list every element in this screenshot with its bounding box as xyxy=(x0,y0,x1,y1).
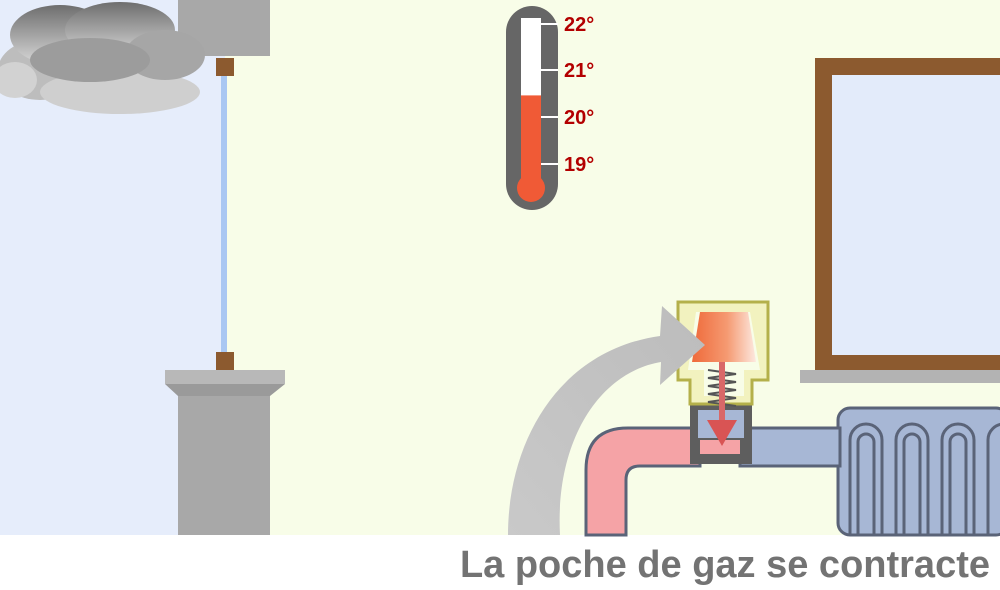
thermostatic-head xyxy=(676,300,770,446)
wall-block-bottom xyxy=(178,396,270,535)
window-sill-left xyxy=(165,370,285,384)
window-frame-bottom xyxy=(216,352,234,370)
window-sill-right xyxy=(800,370,1000,383)
thermometer-bulb xyxy=(517,174,545,202)
radiator xyxy=(836,406,1000,537)
window-glass xyxy=(221,76,227,352)
window-frame-top xyxy=(216,58,234,76)
tick-label-19: 19° xyxy=(564,154,594,176)
cold-pipe xyxy=(738,426,842,468)
gas-pocket xyxy=(692,312,756,362)
tick-label-21: 21° xyxy=(564,60,594,82)
thermometer-icon xyxy=(506,6,558,210)
caption: La poche de gaz se contracte xyxy=(459,544,990,586)
tick-label-20: 20° xyxy=(564,107,594,129)
sill-bevel xyxy=(165,384,285,396)
down-arrow-icon xyxy=(707,420,737,446)
cloud-icon xyxy=(0,2,205,114)
tick-label-22: 22° xyxy=(564,14,594,36)
thermometer-mercury xyxy=(521,95,541,190)
curved-arrow-icon xyxy=(508,306,705,535)
right-window xyxy=(800,58,1000,383)
